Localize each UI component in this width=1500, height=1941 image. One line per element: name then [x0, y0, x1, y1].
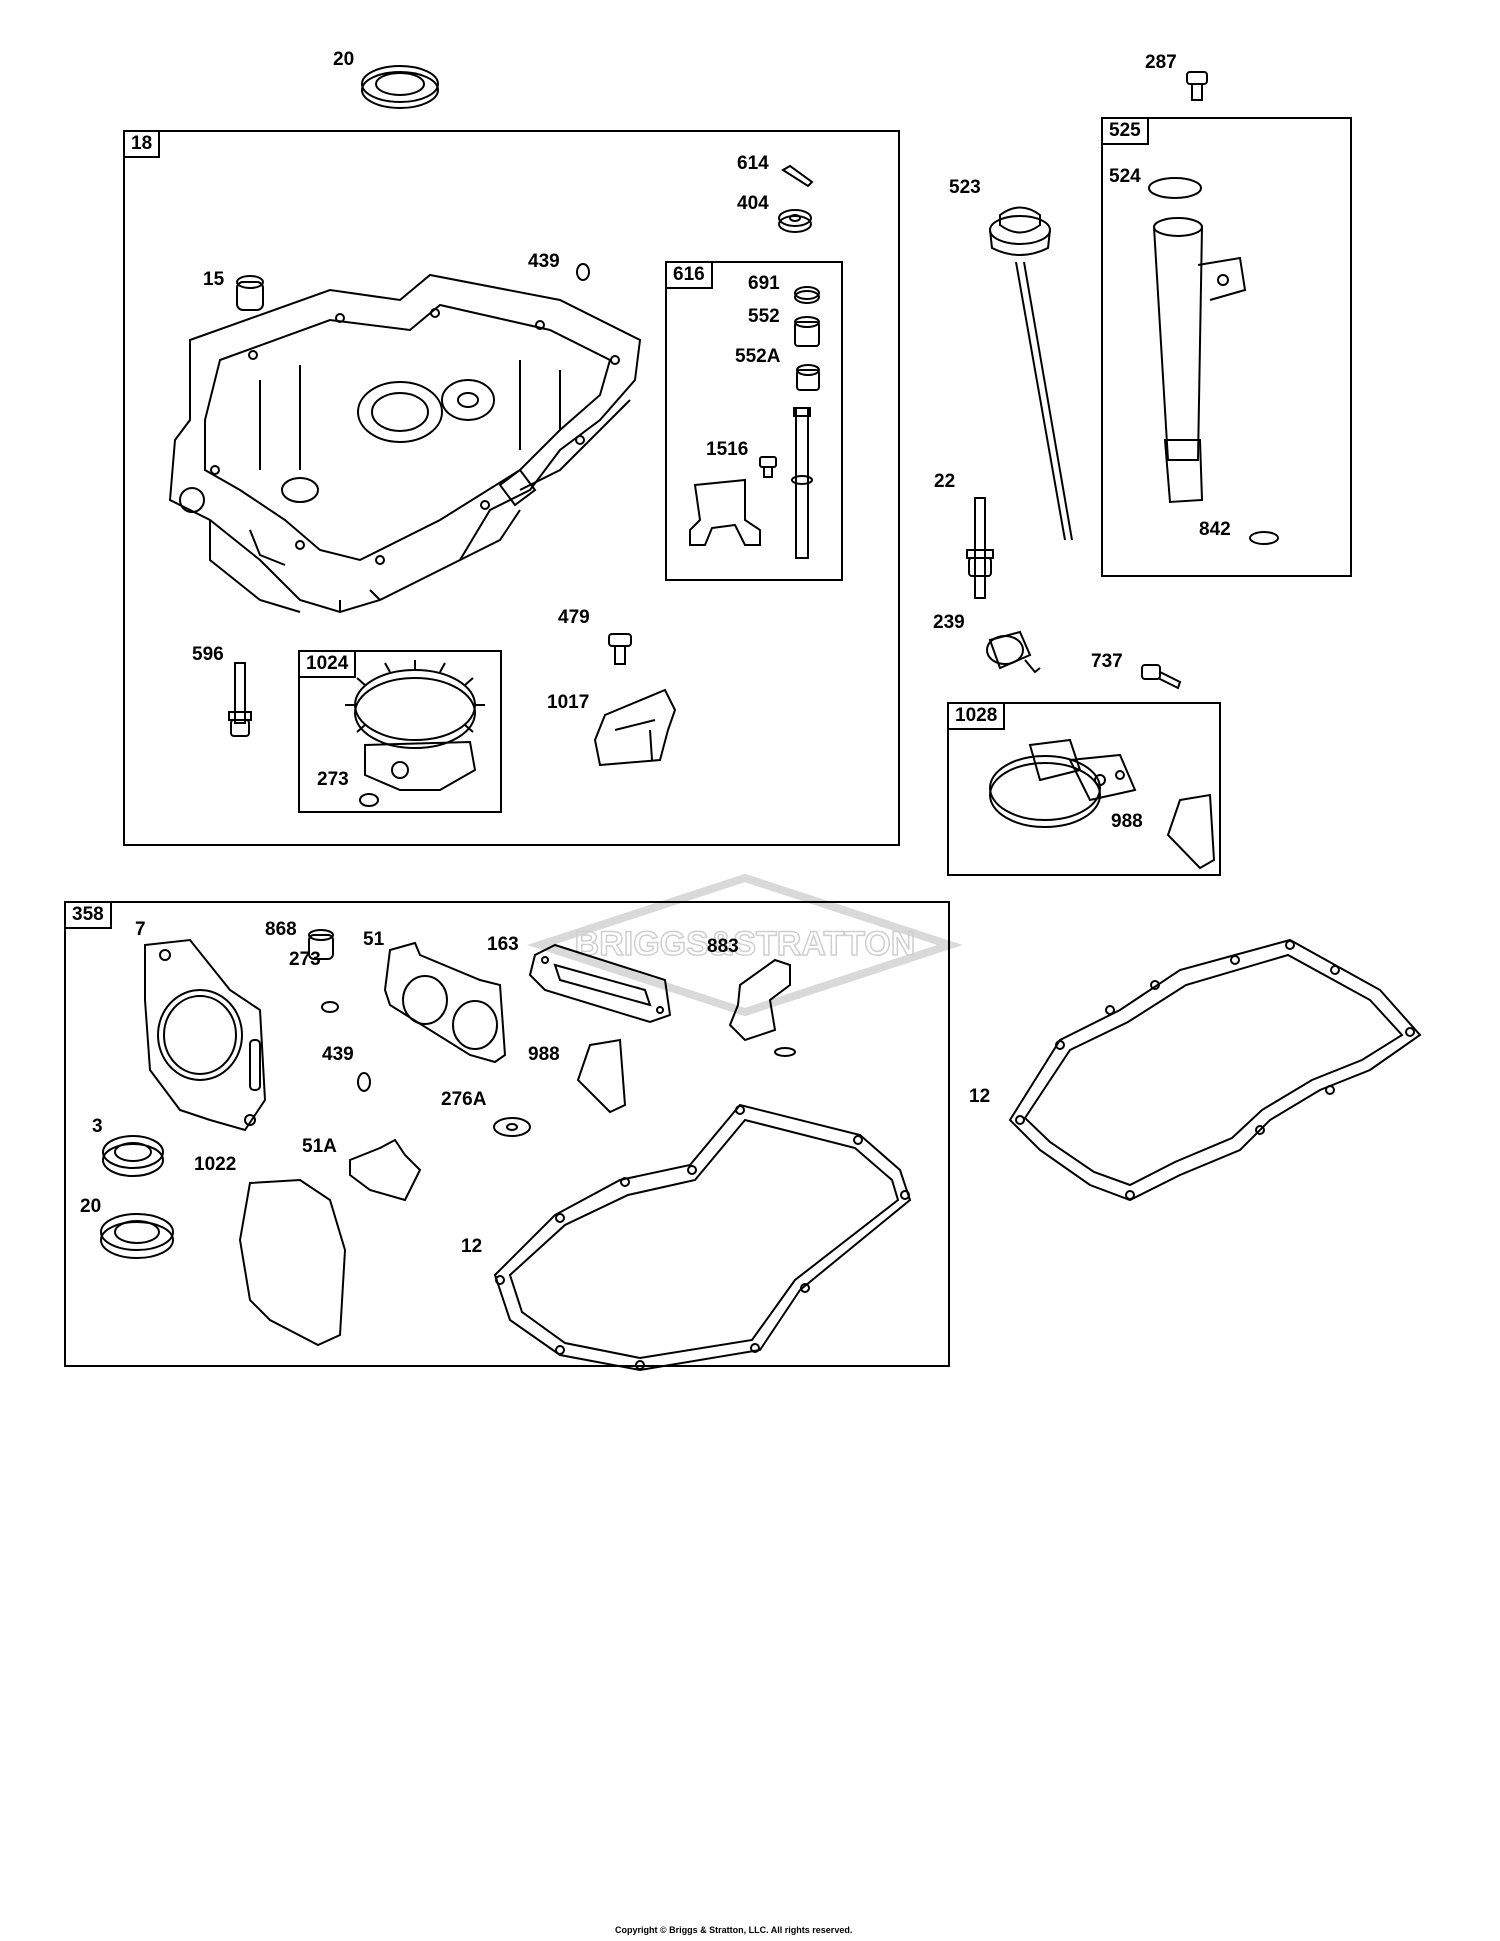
part-label-1516: 1516	[706, 439, 749, 460]
group-label-525: 525	[1101, 117, 1149, 145]
group-box-358: 358	[64, 901, 950, 1367]
bushing-15-part	[236, 275, 264, 311]
group-label-1024: 1024	[298, 650, 357, 678]
clip-part	[774, 1047, 796, 1057]
part-label-12-left: 12	[461, 1236, 483, 1257]
part-label-239: 239	[933, 612, 965, 633]
group-box-616: 616	[665, 261, 843, 581]
governor-shaft-part	[791, 407, 813, 559]
part-label-883: 883	[707, 936, 739, 957]
part-label-552: 552	[748, 306, 780, 327]
group-box-18: 18	[123, 130, 900, 846]
head-gasket-7-part	[144, 938, 267, 1132]
gasket-163-part	[528, 943, 672, 1024]
group-label-616: 616	[665, 261, 713, 289]
gasket-1022-part	[238, 1178, 347, 1347]
part-label-524: 524	[1109, 166, 1141, 187]
part-label-988-top: 988	[1111, 811, 1143, 832]
part-label-737: 737	[1091, 651, 1123, 672]
dipstick-tube-part	[1153, 217, 1247, 504]
screw-1516-part	[759, 456, 777, 478]
oil-pump-gear-part	[345, 660, 485, 791]
copyright-notice: Copyright © Briggs & Stratton, LLC. All …	[615, 1925, 853, 1935]
group-label-18: 18	[123, 130, 161, 158]
gasket-988-top-part	[1166, 793, 1216, 870]
part-label-12-right: 12	[969, 1086, 991, 1107]
dipstick-523-part	[989, 206, 1073, 541]
oring-273-top-part	[359, 793, 379, 807]
sump-gasket-right-part	[1008, 938, 1422, 1202]
bracket-1017-part	[593, 688, 677, 767]
part-label-20-top: 20	[333, 49, 355, 70]
part-label-988-bot: 988	[528, 1044, 560, 1065]
plug-868-part	[308, 929, 334, 960]
part-label-22: 22	[934, 471, 956, 492]
oring-524-part	[1148, 177, 1202, 199]
part-label-552A: 552A	[735, 346, 781, 367]
part-label-439-bot: 439	[322, 1044, 354, 1065]
watermark-logo	[527, 873, 963, 1017]
washer-276A-part	[493, 1117, 531, 1137]
part-label-51: 51	[363, 929, 385, 950]
part-label-596: 596	[192, 644, 224, 665]
bushing-552A-part	[796, 364, 820, 391]
oil-seal-3-part	[102, 1135, 164, 1177]
screw-287-part	[1186, 71, 1208, 101]
part-label-7: 7	[135, 919, 146, 940]
gasket-883-part	[728, 958, 791, 1042]
part-label-691: 691	[748, 273, 780, 294]
part-label-3: 3	[92, 1116, 103, 1137]
washer-404-part	[778, 209, 812, 233]
filter-adapter-part	[989, 738, 1137, 828]
part-label-868: 868	[265, 919, 297, 940]
seal-691-part	[794, 286, 820, 304]
bolt-22-part	[966, 497, 994, 599]
part-label-276A: 276A	[441, 1089, 487, 1110]
part-label-273-bot: 273	[289, 949, 321, 970]
oring-439-top-part	[576, 263, 590, 281]
part-label-1022: 1022	[194, 1154, 237, 1175]
group-label-1028: 1028	[947, 702, 1006, 730]
oil-sensor-239-part	[986, 630, 1041, 674]
gasket-51A-part	[349, 1138, 422, 1202]
gasket-51-part	[383, 941, 507, 1064]
oil-seal-top-part	[361, 65, 439, 109]
oring-273-bot-part	[321, 1001, 339, 1013]
part-label-51A: 51A	[302, 1136, 337, 1157]
part-label-20-bot: 20	[80, 1196, 102, 1217]
part-label-163: 163	[487, 934, 519, 955]
crankcase-sump-part	[168, 273, 642, 614]
part-label-523: 523	[949, 177, 981, 198]
part-label-842: 842	[1199, 519, 1231, 540]
screw-479-part	[608, 633, 632, 665]
group-box-1024: 1024	[298, 650, 502, 813]
governor-arm-part	[689, 478, 761, 546]
part-label-1017: 1017	[547, 692, 590, 713]
group-box-1028: 1028	[947, 702, 1221, 876]
pin-614-part	[781, 164, 814, 188]
part-label-614: 614	[737, 153, 769, 174]
oring-842-part	[1249, 531, 1279, 545]
part-label-287: 287	[1145, 52, 1177, 73]
sump-gasket-bottom-part	[493, 1103, 912, 1372]
part-label-479: 479	[558, 607, 590, 628]
oil-seal-bottom-part	[100, 1213, 174, 1259]
part-label-273-top: 273	[317, 769, 349, 790]
screw-737-part	[1141, 664, 1182, 690]
oring-439-bot-part	[357, 1072, 371, 1092]
group-box-525: 525	[1101, 117, 1352, 577]
watermark-text: BRIGGS&STRATTON	[575, 925, 916, 963]
part-label-404: 404	[737, 193, 769, 214]
gasket-988-bot-part	[576, 1038, 627, 1114]
group-label-358: 358	[64, 901, 112, 929]
bolt-596-part	[228, 662, 252, 737]
bushing-552-part	[794, 316, 820, 347]
part-label-439-top: 439	[528, 251, 560, 272]
part-label-15: 15	[203, 269, 225, 290]
